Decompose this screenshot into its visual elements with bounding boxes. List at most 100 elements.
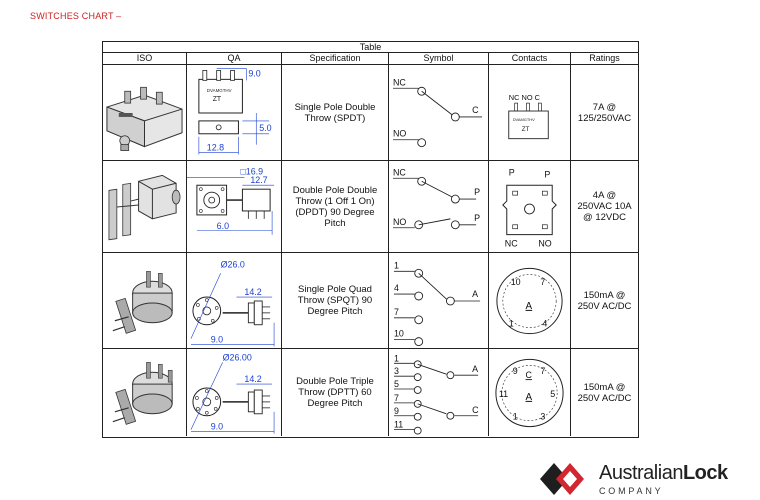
symbol-label: P [474, 187, 480, 197]
rating-text: 150mA @ 250V AC/DC [577, 289, 632, 312]
spdt-contacts-diagram: NC NO C DVAMGTHV ZT [508, 93, 549, 140]
dim-label: 12.7 [250, 175, 267, 185]
spdt-symbol-diagram: NC C NO [393, 77, 483, 148]
rating-dptt: 150mA @ 250V AC/DC [571, 349, 638, 436]
rating-spqt: 150mA @ 250V AC/DC [571, 253, 638, 348]
dim-label: 14.2 [244, 374, 261, 384]
svg-text:DVAMGTHV: DVAMGTHV [513, 117, 535, 122]
contact-label: 1 [513, 411, 518, 421]
symbol-label: 1 [394, 260, 399, 270]
iso-image-spdt [103, 65, 187, 160]
symbol-spdt: NC C NO [389, 65, 489, 160]
dpdt-dimension-drawing: □16.9 12.7 6.0 [187, 166, 275, 235]
symbol-label: NC [393, 167, 406, 177]
symbol-label: NO [393, 129, 406, 139]
symbol-label: 10 [394, 329, 404, 339]
symbol-label: NC [393, 77, 406, 87]
diamond-logo-icon [540, 463, 584, 495]
contact-label: 11 [499, 388, 508, 398]
dpdt-contacts-diagram: P P NC NO [502, 167, 557, 249]
dim-label: 9.0 [211, 335, 223, 345]
qa-drawing-spqt: Ø26.0 14.2 9.0 [187, 253, 282, 348]
rating-text: 7A @ 125/250VAC [577, 101, 632, 124]
spec-spdt: Single Pole Double Throw (SPDT) [282, 65, 389, 160]
spdt-switch-illustration [106, 86, 183, 151]
dpdt-switch-illustration [108, 174, 181, 241]
spqt-contacts-diagram: 10 7 A 1 4 [496, 267, 563, 335]
dpdt-symbol-diagram: NC P NO P [393, 167, 480, 230]
symbol-label: 5 [394, 379, 399, 389]
symbol-label: NO [393, 217, 406, 227]
symbol-spqt: 1 4 A 7 10 [389, 253, 489, 348]
svg-text:DVAMGTHV: DVAMGTHV [207, 88, 232, 93]
dim-label: 5.0 [259, 123, 271, 133]
contact-label: P [544, 169, 550, 179]
header-ratings: Ratings [589, 53, 620, 63]
spec-text: Double Pole Triple Throw (DPTT) 60 Degre… [296, 376, 374, 409]
spqt-switch-illustration [112, 271, 173, 334]
table-row-dpdt: □16.9 12.7 6.0 Double Pole Double Throw … [103, 161, 638, 253]
logo-word-light: Australian [599, 462, 683, 484]
table-row-dptt: Ø26.00 14.2 9.0 Double Pole Triple Throw… [103, 349, 638, 436]
contacts-dpdt: P P NC NO [489, 161, 571, 252]
contact-label: 7 [540, 277, 545, 287]
rating-text: 150mA @ 250V AC/DC [577, 381, 632, 404]
contact-label: A [526, 391, 533, 402]
switches-table: Table ISO QA Specification Symbol Contac… [102, 41, 639, 438]
iso-image-dptt [103, 349, 187, 436]
dim-label: 12.8 [207, 143, 224, 153]
symbol-label: 7 [394, 392, 399, 402]
logo-word-bold: Lock [682, 462, 728, 484]
spqt-dimension-drawing: Ø26.0 14.2 9.0 [190, 259, 275, 347]
contact-label: 4 [542, 319, 547, 329]
spdt-dimension-drawing: DVAMGTHV ZT 9.0 5.0 12.8 [198, 68, 272, 155]
symbol-label: A [472, 364, 478, 374]
symbol-label: A [472, 289, 478, 299]
dim-label: 14.2 [244, 287, 261, 297]
table-row-spdt: DVAMGTHV ZT 9.0 5.0 12.8 Single Pole Dou… [103, 65, 638, 161]
header-specification: Specification [282, 53, 389, 64]
symbol-label: 9 [394, 405, 399, 415]
contacts-dptt: 9 C 7 11 A 5 1 3 [489, 349, 571, 436]
svg-text:ZT: ZT [213, 96, 222, 103]
dptt-symbol-diagram: 1 3 A 5 7 9 [393, 353, 479, 435]
contact-label: 1 [509, 319, 514, 329]
svg-text:ZT: ZT [522, 126, 530, 133]
dim-label: Ø26.0 [221, 259, 245, 269]
symbol-label: 1 [394, 353, 399, 363]
symbol-dptt: 1 3 A 5 7 9 [389, 349, 489, 436]
iso-image-spqt [103, 253, 187, 348]
table-caption: Table [103, 42, 638, 53]
australian-lock-logo: AustralianLock COMPANY [540, 460, 740, 498]
header-symbol: Symbol [389, 53, 489, 64]
contact-label: NC NO C [509, 93, 541, 102]
dptt-switch-illustration [112, 361, 173, 425]
symbol-label: 11 [394, 419, 403, 429]
spec-text: Double Pole Double Throw (1 Off 1 On) (D… [292, 184, 378, 229]
spec-text: Single Pole Quad Throw (SPQT) 90 Degree … [297, 284, 373, 317]
symbol-label: C [472, 404, 479, 414]
spec-text: Single Pole Double Throw (SPDT) [294, 101, 376, 124]
symbol-dpdt: NC P NO P [389, 161, 489, 252]
contact-label: 10 [511, 277, 521, 287]
symbol-label: 3 [394, 366, 399, 376]
contacts-spdt: NC NO C DVAMGTHV ZT [489, 65, 571, 160]
spqt-symbol-diagram: 1 4 A 7 10 [393, 260, 481, 346]
rating-text: 4A @ 250VAC 10A @ 12VDC [577, 190, 632, 223]
rating-dpdt: 4A @ 250VAC 10A @ 12VDC [571, 161, 638, 252]
contact-label: C [526, 370, 533, 380]
contact-label: NO [538, 239, 551, 249]
spec-dptt: Double Pole Triple Throw (DPTT) 60 Degre… [282, 349, 389, 436]
contact-label: NC [505, 239, 518, 249]
iso-image-dpdt [103, 161, 187, 252]
dim-label: 9.0 [248, 68, 260, 78]
table-header-row: ISO QA Specification Symbol Contacts Rat… [103, 53, 638, 65]
symbol-label: 7 [394, 307, 399, 317]
logo-wordmark: AustralianLock [599, 462, 728, 485]
header-iso: ISO [103, 53, 187, 64]
contact-label: 3 [540, 411, 545, 421]
dim-label: 9.0 [211, 421, 223, 431]
qa-drawing-spdt: DVAMGTHV ZT 9.0 5.0 12.8 [187, 65, 282, 160]
contacts-spqt: 10 7 A 1 4 [489, 253, 571, 348]
header-contacts: Contacts [489, 53, 571, 64]
